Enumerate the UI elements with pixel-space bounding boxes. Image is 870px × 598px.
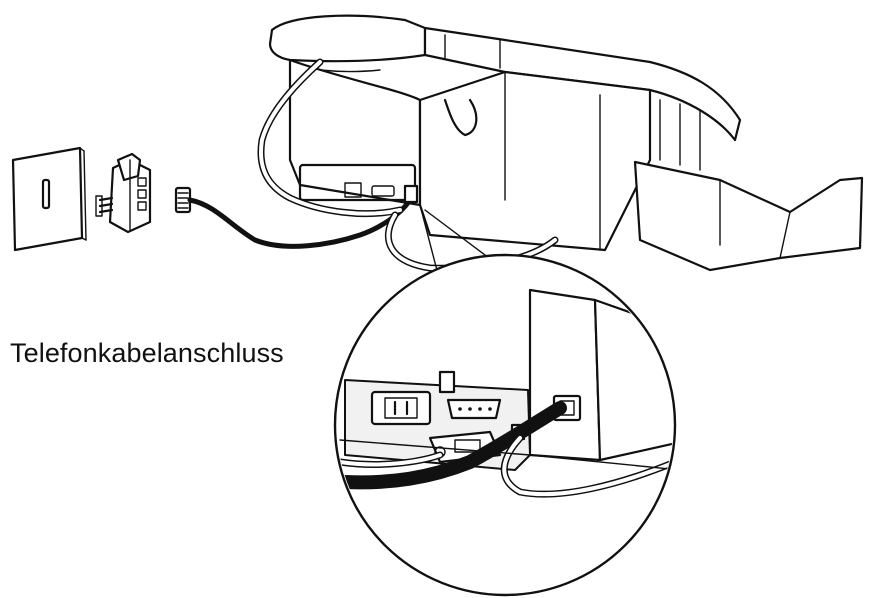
callout-label-phone-port: Telefonkabelanschluss (10, 338, 284, 368)
phone-cable (187, 197, 413, 249)
wall-socket-icon (11, 146, 87, 252)
tae-adapter-icon (95, 152, 152, 234)
zoom-detail-circle (333, 253, 677, 597)
fax-device-icon (257, 14, 864, 272)
